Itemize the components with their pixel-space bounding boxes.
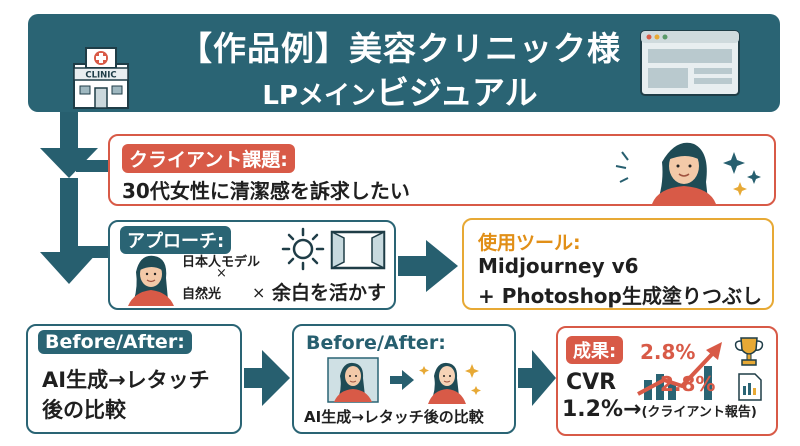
before-after-2-title: Before/After: xyxy=(306,332,446,354)
tools-line2: + Photoshop生成塗りつぶし xyxy=(478,284,763,308)
challenge-text: 30代女性に清潔感を訴求したい xyxy=(122,179,410,203)
before-thumbnail-icon xyxy=(327,357,379,403)
results-cvr-label: CVR xyxy=(566,370,617,395)
woman-portrait-icon xyxy=(615,142,761,204)
results-badge: 成果: xyxy=(566,336,624,364)
sun-icon xyxy=(281,227,325,271)
tools-title: 使用ツール: xyxy=(478,232,581,254)
before-after-arrow-icon xyxy=(390,370,414,390)
report-document-icon xyxy=(738,373,762,401)
before-after-1-line2: 後の比較 xyxy=(42,398,126,422)
clinic-building-icon: CLINIC xyxy=(73,47,129,109)
right-arrow-approach-tools xyxy=(398,240,458,292)
tools-card xyxy=(462,218,774,310)
browser-window-icon xyxy=(640,30,740,96)
results-value-bottom: 1.2%→(クライアント報告) xyxy=(562,397,757,422)
tools-line1: Midjourney v6 xyxy=(478,254,639,278)
right-arrow-ba1-ba2 xyxy=(244,350,290,406)
results-value-before: 1.2%→ xyxy=(562,397,642,422)
header-title-line2: LPメインビジュアル xyxy=(140,66,660,114)
connector-challenge xyxy=(76,160,110,172)
right-arrow-ba2-results xyxy=(518,350,556,406)
approach-natural-light-text: 自然光 xyxy=(182,287,222,302)
approach-times-symbol-2: × xyxy=(252,283,266,302)
header-title-line1: 【作品例】美容クリニック様 xyxy=(179,29,621,68)
model-avatar-icon xyxy=(128,255,174,306)
approach-times-symbol-1: × xyxy=(216,266,227,281)
approach-model-text: 日本人モデル xyxy=(182,255,261,270)
header-title-line2-large: ビジュアル xyxy=(375,73,538,112)
challenge-badge: クライアント課題: xyxy=(122,144,295,173)
results-client-report-note: (クライアント報告) xyxy=(641,405,757,420)
before-after-2-caption: AI生成→レタッチ後の比較 xyxy=(304,408,484,426)
before-after-badge-1: Before/After: xyxy=(38,330,192,354)
growth-chart-icon xyxy=(637,342,722,400)
approach-badge: アプローチ: xyxy=(120,226,232,254)
down-arrow-2 xyxy=(40,178,98,284)
results-value-mid: 2.8% xyxy=(660,372,716,396)
before-after-thumbnails xyxy=(327,357,481,404)
header-title-line2-small: LPメイン xyxy=(262,81,376,111)
window-light-icon xyxy=(330,230,386,270)
after-thumbnail-icon xyxy=(419,362,481,404)
clinic-sign-text: CLINIC xyxy=(85,71,116,81)
down-arrow-1 xyxy=(40,112,98,178)
results-value-top: 2.8% xyxy=(640,340,696,364)
connector-approach xyxy=(76,246,110,258)
before-after-1-line1: AI生成→レタッチ xyxy=(42,368,210,392)
trophy-icon xyxy=(734,337,764,366)
approach-whitespace-text: 余白を活かす xyxy=(272,282,387,304)
